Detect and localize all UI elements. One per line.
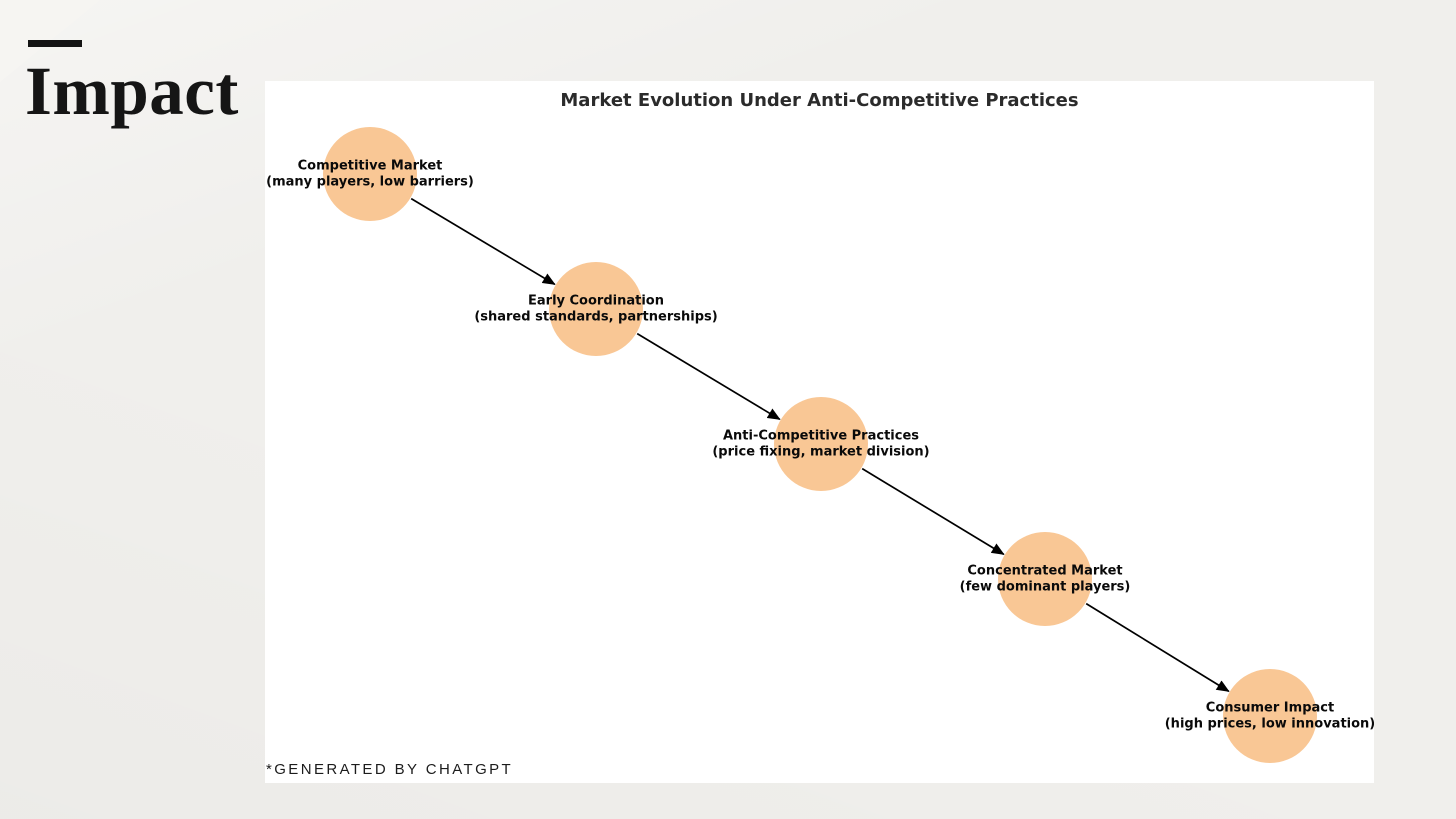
node-title: Consumer Impact — [1205, 700, 1335, 716]
node-subtitle: (price fixing, market division) — [712, 444, 930, 459]
attribution: *GENERATED BY CHATGPT — [266, 761, 514, 778]
node-subtitle: (few dominant players) — [959, 579, 1131, 594]
node-circle — [549, 262, 643, 356]
node-title: Concentrated Market — [967, 563, 1123, 579]
heading-rule — [28, 40, 82, 47]
node-label: Competitive Market (many players, low ba… — [266, 159, 474, 190]
node-circle — [998, 532, 1092, 626]
node-circle — [323, 127, 417, 221]
node-title: Early Coordination — [528, 293, 664, 309]
node-label: Anti-Competitive Practices (price fixing… — [712, 429, 929, 460]
node-circle — [1223, 669, 1317, 763]
node-label: Concentrated Market (few dominant player… — [960, 564, 1131, 595]
figure-panel: Market Evolution Under Anti-Competitive … — [265, 81, 1374, 783]
flow-arrow — [861, 467, 1005, 556]
node-title: Anti-Competitive Practices — [722, 428, 920, 444]
flow-diagram — [323, 127, 1317, 763]
flow-arrow — [636, 332, 781, 421]
figure-title: Market Evolution Under Anti-Competitive … — [560, 90, 1079, 111]
flow-arrow — [410, 197, 556, 286]
node-subtitle: (many players, low barriers) — [266, 174, 474, 189]
node-label: Consumer Impact (high prices, low innova… — [1165, 701, 1374, 732]
node-title: Competitive Market — [297, 158, 443, 174]
page-heading: Impact — [25, 53, 239, 129]
node-circle — [774, 397, 868, 491]
node-label: Early Coordination (shared standards, pa… — [474, 294, 717, 325]
flow-arrow — [1085, 602, 1230, 693]
node-subtitle: (shared standards, partnerships) — [474, 309, 718, 324]
node-subtitle: (high prices, low innovation) — [1164, 716, 1374, 731]
